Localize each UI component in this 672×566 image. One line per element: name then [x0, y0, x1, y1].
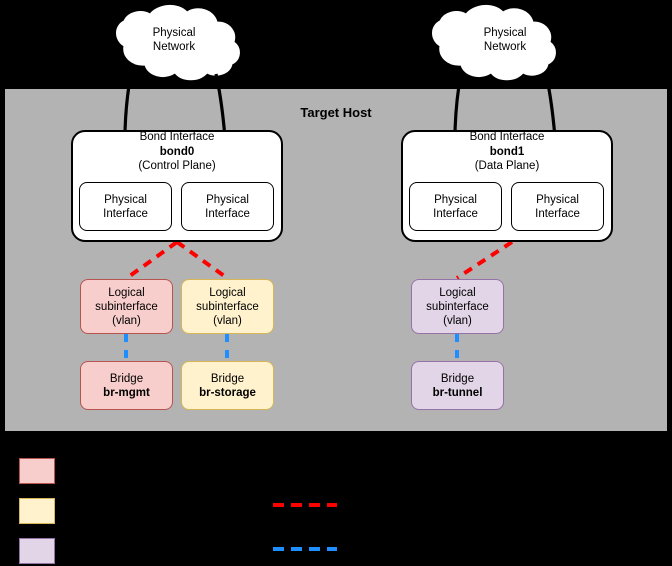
bond1-role: (Data Plane) [474, 160, 540, 172]
br-mgmt-label: Bridge [109, 372, 144, 385]
bond0-nic1-line2: Interface [103, 207, 148, 220]
cloud-left: Physical Network [115, 6, 233, 78]
bond0-label: Bond Interface bond0 (Control Plane) [71, 130, 283, 174]
sub-storage-line1: Logical [209, 286, 246, 299]
bond1-nic1-line2: Interface [433, 207, 478, 220]
br-storage-id: br-storage [199, 386, 256, 399]
sub-tunnel-line2: subinterface [426, 300, 489, 313]
bond1-nic1-line1: Physical [434, 193, 477, 206]
cloud-right: Physical Network [446, 6, 564, 78]
sub-mgmt-line3: (vlan) [112, 314, 141, 327]
bond1-title: Bond Interface [469, 131, 545, 143]
logical-subinterface-tunnel[interactable]: Logical subinterface (vlan) [411, 279, 504, 334]
cloud-left-line2: Network [152, 41, 196, 53]
sub-tunnel-line3: (vlan) [443, 314, 472, 327]
bridge-br-tunnel[interactable]: Bridge br-tunnel [411, 361, 504, 410]
sub-storage-line2: subinterface [196, 300, 259, 313]
sub-tunnel-line1: Logical [439, 286, 476, 299]
bond1-id: bond1 [489, 145, 525, 158]
bond0-id: bond0 [159, 145, 195, 158]
legend-bridge-dash-icon [273, 547, 337, 551]
cloud-right-line1: Physical [483, 27, 527, 39]
sub-mgmt-line1: Logical [108, 286, 145, 299]
legend-swatch-tunnel [19, 538, 55, 564]
sub-mgmt-line2: subinterface [95, 300, 158, 313]
bond1-nic2-line2: Interface [535, 207, 580, 220]
bond0-nic2-line2: Interface [205, 207, 250, 220]
br-storage-label: Bridge [210, 372, 245, 385]
cloud-left-line1: Physical [152, 27, 196, 39]
cloud-right-label: Physical Network [446, 26, 564, 54]
page-title: Target Host [300, 105, 372, 120]
bond0-physical-interface-1[interactable]: Physical Interface [79, 182, 172, 231]
bond0-physical-interface-2[interactable]: Physical Interface [181, 182, 274, 231]
logical-subinterface-storage[interactable]: Logical subinterface (vlan) [181, 279, 274, 334]
bond1-label: Bond Interface bond1 (Data Plane) [401, 130, 613, 174]
br-mgmt-id: br-mgmt [103, 386, 150, 399]
bond1-physical-interface-2[interactable]: Physical Interface [511, 182, 604, 231]
bond1-physical-interface-1[interactable]: Physical Interface [409, 182, 502, 231]
logical-subinterface-mgmt[interactable]: Logical subinterface (vlan) [80, 279, 173, 334]
bridge-br-storage[interactable]: Bridge br-storage [181, 361, 274, 410]
bond1-nic2-line1: Physical [536, 193, 579, 206]
bond0-nic1-line1: Physical [104, 193, 147, 206]
br-tunnel-label: Bridge [440, 372, 475, 385]
bridge-br-mgmt[interactable]: Bridge br-mgmt [80, 361, 173, 410]
cloud-left-label: Physical Network [115, 26, 233, 54]
sub-storage-line3: (vlan) [213, 314, 242, 327]
bond0-role: (Control Plane) [138, 160, 216, 172]
cloud-right-line2: Network [483, 41, 527, 53]
legend-swatch-storage [19, 498, 55, 524]
bond0-nic2-line1: Physical [206, 193, 249, 206]
bond0-title: Bond Interface [139, 131, 215, 143]
legend-swatch-mgmt [19, 458, 55, 484]
legend-vlan-dash-icon [273, 503, 337, 507]
br-tunnel-id: br-tunnel [432, 386, 483, 399]
